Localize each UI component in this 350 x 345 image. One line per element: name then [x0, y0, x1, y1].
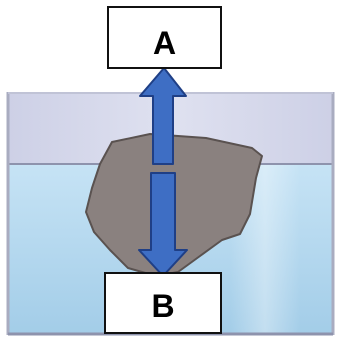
label-box-b: B: [104, 272, 222, 334]
label-b-text: B: [151, 287, 175, 324]
arrow-up-icon: [139, 67, 187, 165]
label-a-text: A: [152, 25, 177, 61]
label-box-a: A: [107, 6, 222, 69]
arrow-down-icon: [138, 172, 188, 277]
